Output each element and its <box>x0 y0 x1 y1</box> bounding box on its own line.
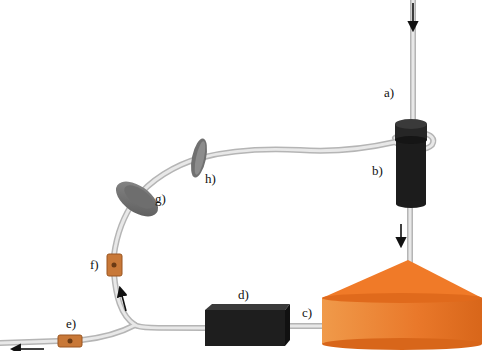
callout-letter: g) <box>155 192 166 205</box>
fiber-coupler-cylinder <box>395 119 427 208</box>
black-box <box>205 304 290 346</box>
callout-letter: d) <box>238 288 249 301</box>
callout-letter: e) <box>66 317 76 330</box>
callout-letter: b) <box>372 164 383 177</box>
direction-arrow <box>12 3 413 349</box>
callout-letter: f) <box>90 258 99 271</box>
callout-letter: h) <box>205 172 216 185</box>
fiber-connector <box>107 254 122 276</box>
callout-letter: a) <box>384 86 394 99</box>
orange-cone-unit <box>322 260 482 350</box>
fiber-connector <box>58 335 82 347</box>
callout-letter: c) <box>302 306 312 319</box>
